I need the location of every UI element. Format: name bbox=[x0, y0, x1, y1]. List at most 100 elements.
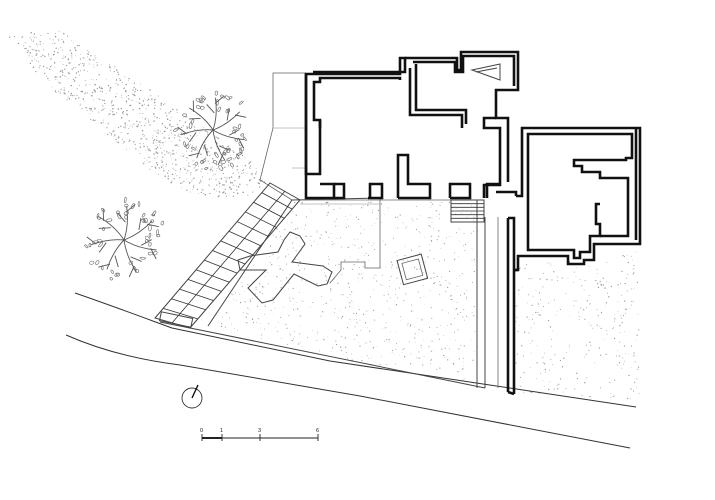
hatch-dot bbox=[161, 123, 164, 125]
hatch-dot bbox=[238, 175, 241, 178]
tree-leaf bbox=[124, 196, 127, 204]
hatch-dot bbox=[321, 234, 323, 236]
hatch-dot bbox=[128, 98, 130, 100]
hatch-dot bbox=[155, 148, 158, 150]
hatch-dot bbox=[216, 167, 218, 169]
hatch-dot bbox=[77, 71, 80, 73]
hatch-dot bbox=[446, 345, 448, 346]
hatch-dot bbox=[323, 268, 325, 270]
hatch-dot bbox=[447, 286, 449, 289]
hatch-dot bbox=[73, 67, 75, 69]
hatch-dot bbox=[458, 348, 460, 350]
tree-leaf bbox=[238, 141, 242, 147]
hatch-dot bbox=[471, 282, 473, 283]
hatch-dot bbox=[625, 353, 626, 355]
hatch-dot bbox=[536, 345, 538, 347]
hatch-dot bbox=[109, 90, 111, 92]
tree-leaf bbox=[102, 227, 105, 231]
hatch-dot bbox=[633, 381, 636, 383]
hatch-dot bbox=[624, 300, 626, 302]
hatch-dot bbox=[542, 362, 544, 364]
hatch-dot bbox=[559, 359, 561, 362]
hatch-dot bbox=[147, 98, 150, 101]
hatch-dot bbox=[440, 248, 442, 249]
hatch-dot bbox=[233, 158, 235, 160]
hatch-dot bbox=[631, 301, 633, 303]
hatch-dot bbox=[210, 167, 212, 169]
hatch-dot bbox=[373, 319, 375, 321]
hatch-dot bbox=[397, 216, 399, 218]
hatch-dot bbox=[635, 340, 636, 341]
hatch-dot bbox=[573, 271, 575, 273]
hatch-dot bbox=[87, 56, 89, 58]
hatch-dot bbox=[96, 62, 98, 64]
hatch-dot bbox=[453, 308, 455, 310]
hatch-dot bbox=[269, 256, 271, 257]
hatch-dot bbox=[139, 113, 141, 115]
hatch-dot bbox=[34, 49, 36, 51]
hatch-dot bbox=[167, 178, 170, 180]
hatch-dot bbox=[418, 351, 420, 353]
hatch-dot bbox=[431, 340, 433, 342]
hatch-dot bbox=[165, 163, 167, 165]
hatch-dot bbox=[419, 214, 421, 216]
hatch-dot bbox=[555, 314, 557, 316]
hatch-dot bbox=[66, 35, 69, 37]
hatch-dot bbox=[384, 327, 386, 329]
tree-leaf bbox=[212, 160, 218, 164]
hatch-dot bbox=[165, 126, 167, 128]
hatch-dot bbox=[347, 225, 350, 227]
hatch-dot bbox=[334, 312, 336, 314]
hatch-dot bbox=[381, 222, 382, 223]
hatch-dot bbox=[337, 225, 339, 227]
hatch-dot bbox=[420, 318, 422, 320]
tree-twig bbox=[189, 132, 197, 143]
hatch-dot bbox=[418, 245, 420, 247]
hatch-dot bbox=[526, 264, 528, 266]
hatch-dot bbox=[79, 70, 82, 72]
hatch-dot bbox=[585, 344, 587, 346]
hatch-dot bbox=[25, 47, 27, 50]
scale-label-0: 0 bbox=[200, 428, 203, 434]
hatch-dot bbox=[576, 378, 578, 380]
hatch-dot bbox=[108, 114, 110, 116]
hatch-dot bbox=[225, 179, 227, 181]
hatch-dot bbox=[583, 356, 585, 358]
hatch-dot bbox=[459, 275, 461, 277]
hatch-dot bbox=[387, 291, 388, 292]
hatch-dot bbox=[55, 47, 57, 50]
hatch-dot bbox=[411, 218, 413, 220]
hatch-dot bbox=[367, 201, 369, 203]
hatch-dot bbox=[353, 313, 355, 315]
hatch-dot bbox=[384, 266, 386, 268]
hatch-dot bbox=[597, 283, 599, 285]
hatch-dot bbox=[230, 176, 233, 178]
hatch-dot bbox=[630, 255, 632, 257]
hatch-dot bbox=[374, 222, 376, 224]
hatch-dot bbox=[151, 165, 153, 168]
hatch-dot bbox=[517, 305, 519, 307]
hatch-dot bbox=[303, 268, 306, 270]
hatch-dot bbox=[330, 288, 332, 289]
hatch-dot bbox=[191, 155, 193, 157]
hatch-dot bbox=[622, 357, 623, 358]
hatch-dot bbox=[48, 55, 50, 57]
tree-leaf bbox=[226, 147, 231, 154]
hatch-dot bbox=[102, 121, 104, 123]
hatch-dot bbox=[145, 122, 147, 124]
hatch-dot bbox=[355, 216, 357, 218]
hatch-dot bbox=[141, 129, 143, 132]
hatch-dot bbox=[57, 51, 59, 53]
tree-leaf bbox=[150, 219, 154, 224]
hatch-dot bbox=[286, 263, 288, 265]
hatch-dot bbox=[134, 94, 136, 97]
hatch-dot bbox=[234, 180, 236, 182]
hatch-dot bbox=[190, 172, 192, 174]
hatch-dot bbox=[164, 137, 166, 139]
hatch-dot bbox=[528, 332, 530, 334]
hatch-dot bbox=[162, 144, 164, 146]
hatch-dot bbox=[80, 63, 81, 65]
hatch-dot bbox=[147, 121, 150, 123]
hatch-dot bbox=[186, 133, 188, 135]
hatch-dot bbox=[130, 124, 132, 126]
